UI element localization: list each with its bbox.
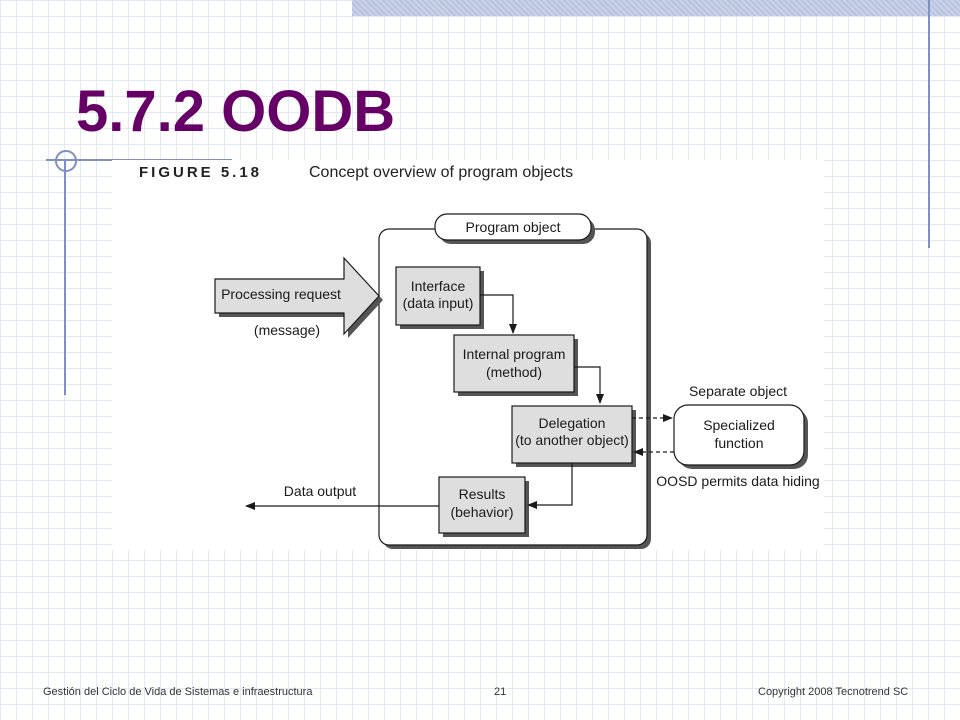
- svg-text:(to another object): (to another object): [515, 432, 629, 448]
- svg-text:(data input): (data input): [403, 295, 474, 311]
- svg-text:Interface: Interface: [411, 278, 466, 294]
- svg-text:Program object: Program object: [466, 219, 561, 235]
- svg-text:Results: Results: [459, 486, 506, 502]
- page-number: 21: [494, 686, 507, 698]
- svg-text:Delegation: Delegation: [539, 415, 606, 431]
- interface-box: Interface (data input): [395, 266, 484, 329]
- svg-text:(method): (method): [486, 364, 542, 380]
- svg-text:function: function: [714, 435, 763, 451]
- svg-text:(behavior): (behavior): [450, 504, 513, 520]
- arrow-interface-to-program: [480, 294, 517, 334]
- data-hiding-label: OOSD permits data hiding: [656, 473, 819, 489]
- delegation-box: Delegation (to another object): [511, 405, 636, 467]
- message-label: (message): [254, 322, 320, 338]
- footer-left: Gestión del Ciclo de Vida de Sistemas e …: [43, 686, 313, 698]
- results-box: Results (behavior): [438, 476, 529, 537]
- footer-copyright: Copyright 2008 Tecnotrend SC: [758, 686, 909, 698]
- arrow-delegation-to-results: [527, 463, 573, 509]
- arrow-program-to-delegation: [574, 366, 604, 404]
- decorative-line-right: [928, 0, 930, 248]
- header-band: [352, 0, 960, 16]
- figure-caption: Concept overview of program objects: [309, 164, 574, 181]
- internal-program-box: Internal program (method): [453, 334, 578, 396]
- svg-text:Processing request: Processing request: [221, 286, 341, 302]
- program-object-label: Program object: [434, 213, 595, 244]
- crosshair-icon: [55, 150, 77, 172]
- svg-text:Internal program: Internal program: [463, 346, 566, 362]
- separate-object-label: Separate object: [689, 383, 787, 399]
- processing-request-arrow: Processing request: [214, 256, 383, 338]
- page-title: 5.7.2 OODB: [76, 79, 396, 144]
- decorative-line-left: [64, 160, 66, 395]
- svg-text:Specialized: Specialized: [703, 417, 775, 433]
- figure-label: FIGURE 5.18: [139, 164, 263, 181]
- specialized-function-box: Specialized function: [673, 404, 808, 469]
- data-output-label: Data output: [284, 483, 356, 499]
